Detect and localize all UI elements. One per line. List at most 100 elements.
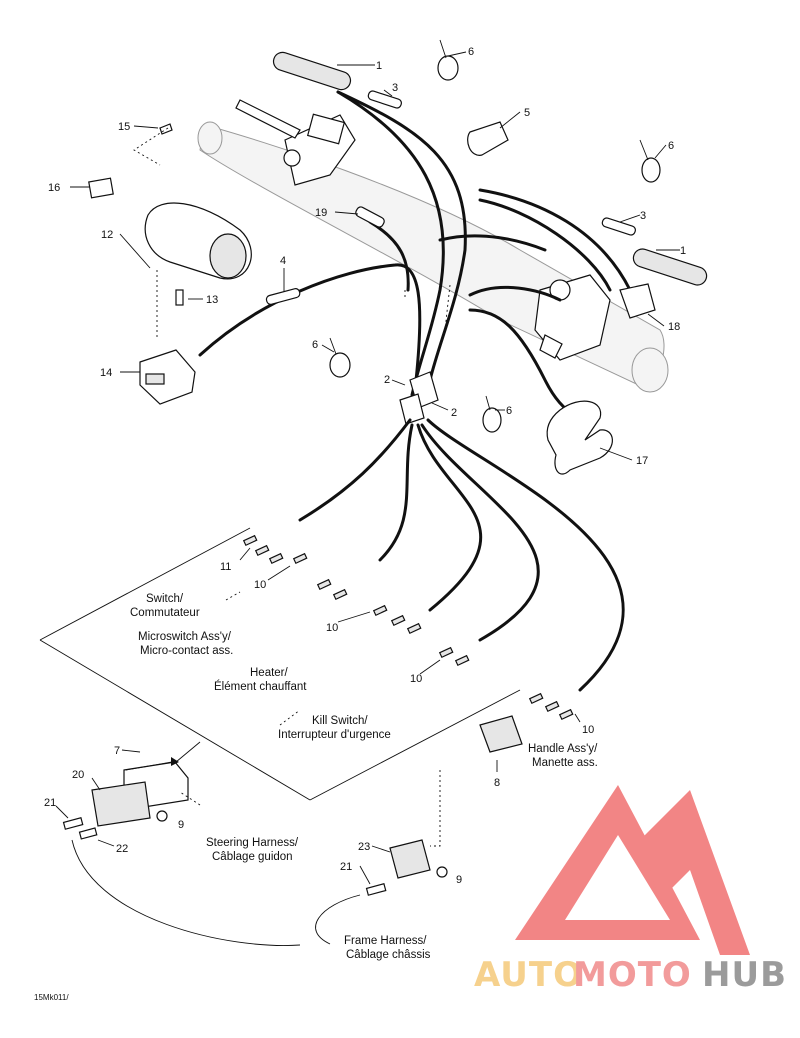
label-21b: 21 [340, 861, 352, 873]
caption-frame-fr: Câblage châssis [346, 949, 431, 961]
caption-handle-fr: Manette ass. [532, 757, 598, 769]
screw-13 [175, 289, 184, 306]
clip-5 [467, 121, 509, 156]
label-6c: 6 [312, 339, 318, 351]
caption-heater-fr: Élément chauffant [214, 680, 307, 693]
label-18: 18 [668, 321, 680, 333]
label-9b: 9 [456, 874, 462, 886]
switch-14-face [145, 373, 165, 385]
sleeve-3-left [367, 90, 402, 109]
connector-20 [91, 781, 151, 827]
label-3b: 3 [640, 210, 646, 222]
panel-edge-bottom-right [309, 689, 521, 801]
label-22: 22 [116, 843, 128, 855]
pin-21-right [365, 883, 387, 896]
throttle-lever-17 [546, 400, 613, 475]
caption-kill-en: Kill Switch/ [312, 715, 368, 727]
watermark-text-auto: AUTO [474, 955, 583, 995]
frame-harness-arc-right [315, 894, 361, 945]
label-14: 14 [100, 367, 112, 379]
handlebar [197, 121, 669, 393]
label-2a: 2 [384, 374, 390, 386]
label-17: 17 [636, 455, 648, 467]
caption-kill-fr: Interrupteur d'urgence [278, 729, 391, 741]
watermark-logo-m [640, 790, 750, 955]
plug-19 [355, 206, 385, 228]
label-10d: 10 [582, 724, 594, 736]
sleeve-3-right [601, 217, 636, 236]
label-4: 4 [280, 255, 286, 267]
caption-handle-en: Handle Ass'y/ [528, 743, 598, 755]
label-20: 20 [72, 769, 84, 781]
caption-frame-en: Frame Harness/ [344, 935, 427, 947]
panel-edge-top-left [39, 527, 251, 641]
label-7: 7 [114, 745, 120, 757]
connector-8 [479, 715, 523, 753]
seal-9-right [436, 866, 448, 878]
terminal-set-10b [372, 604, 422, 635]
label-6a: 6 [468, 46, 474, 58]
figure-code: 15Mk011/ [34, 993, 69, 1002]
pin-21-left [62, 817, 84, 830]
leader-lines [55, 51, 680, 885]
dotted-leaders [133, 127, 451, 847]
heater-element-left [272, 51, 352, 91]
block-18 [619, 283, 656, 319]
caption-switch-fr: Commutateur [130, 607, 200, 619]
wire-terminals [242, 534, 574, 721]
seal-9-left [156, 810, 168, 822]
connector-7-arrow [175, 741, 201, 763]
label-10b: 10 [326, 622, 338, 634]
label-19: 19 [315, 207, 327, 219]
watermark-text-hub: HUB [702, 955, 787, 995]
connector-7-top [125, 761, 173, 771]
watermark-text-moto: MOTO [573, 955, 692, 995]
arrowhead-7 [171, 757, 179, 766]
housing-opening [209, 233, 247, 279]
label-8: 8 [494, 777, 500, 789]
left-control-housing [235, 99, 356, 186]
frame-harness-arc-left [71, 839, 301, 946]
heater-element-right [632, 248, 708, 286]
decal-16 [88, 177, 114, 199]
label-1b: 1 [680, 245, 686, 257]
caption-switch-en: Switch/ [146, 593, 184, 605]
caption-steering-fr: Câblage guidon [212, 851, 293, 863]
caption-microswitch-fr: Micro-contact ass. [140, 645, 233, 657]
pin-22 [78, 827, 98, 840]
watermark: AUTO MOTO HUB [474, 785, 787, 995]
label-11: 11 [220, 561, 231, 573]
label-5: 5 [524, 107, 530, 119]
label-16: 16 [48, 182, 60, 194]
label-1a: 1 [376, 60, 382, 72]
sleeve-4 [265, 288, 301, 305]
connector-23 [389, 839, 431, 879]
label-15: 15 [118, 121, 130, 133]
label-10c: 10 [410, 673, 422, 685]
terminal-set-10d [528, 692, 574, 721]
terminal-set-10a [292, 552, 348, 601]
caption-steering-en: Steering Harness/ [206, 837, 299, 849]
switch-14 [139, 349, 196, 405]
caption-heater-en: Heater/ [250, 667, 289, 679]
caption-microswitch-en: Microswitch Ass'y/ [138, 631, 232, 643]
label-12: 12 [101, 229, 113, 241]
label-6d: 6 [506, 405, 512, 417]
panel-edge-bottom-left [39, 639, 311, 801]
label-13: 13 [206, 294, 218, 306]
cable-ties [329, 39, 661, 433]
label-21a: 21 [44, 797, 56, 809]
screw-15 [159, 123, 173, 135]
part-number-labels: 1 1 2 2 3 3 4 5 6 6 6 6 7 8 9 9 10 10 10… [44, 46, 686, 886]
label-3a: 3 [392, 82, 398, 94]
label-23: 23 [358, 841, 370, 853]
label-9a: 9 [178, 819, 184, 831]
terminal-set-11 [242, 534, 284, 565]
watermark-logo-outer [515, 785, 700, 940]
label-2b: 2 [451, 407, 457, 419]
terminal-set-10c [438, 646, 470, 667]
captions: Switch/ Commutateur Microswitch Ass'y/ M… [34, 593, 598, 1002]
label-10a: 10 [254, 579, 266, 591]
